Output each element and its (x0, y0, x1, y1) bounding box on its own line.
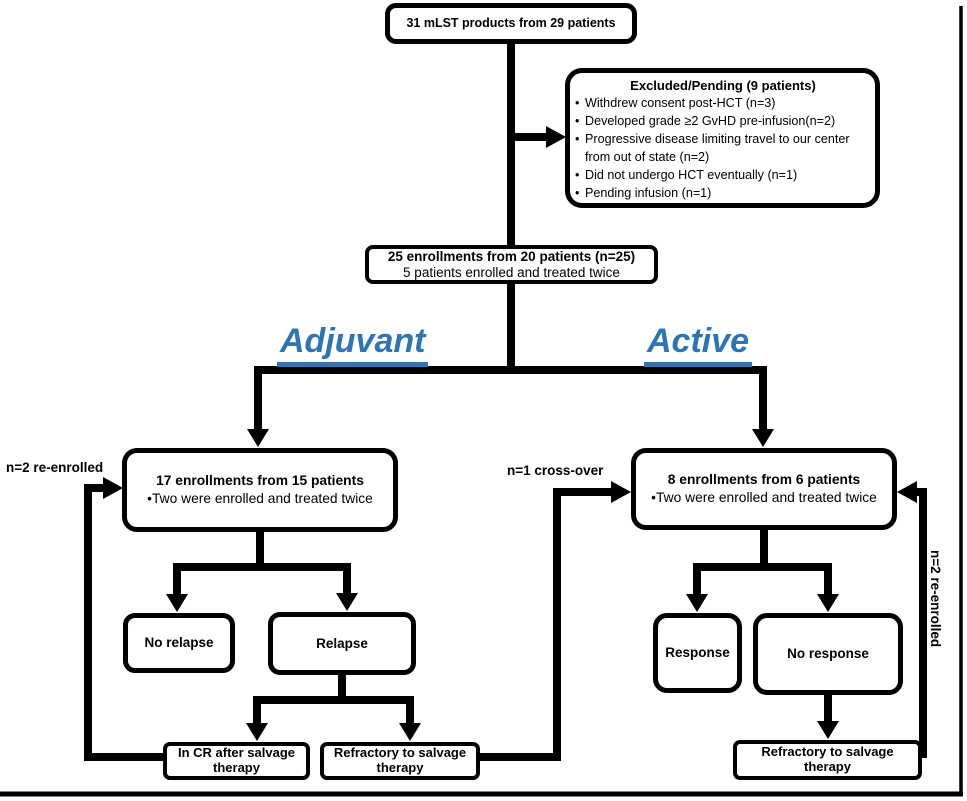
excluded-item: • Progressive disease limiting travel to… (575, 131, 871, 167)
no-response-text: No response (787, 646, 869, 662)
bullet-marker: • (147, 491, 152, 506)
excluded-item: • Did not undergo HCT eventually (n=1) (575, 167, 871, 185)
response-text: Response (665, 645, 730, 661)
response-box: Response (653, 613, 742, 693)
excluded-item-text: Did not undergo HCT eventually (n=1) (585, 167, 798, 182)
no-relapse-box: No relapse (123, 613, 235, 673)
arrow-feedback-left (103, 477, 123, 499)
bullet-marker: • (575, 96, 580, 111)
refractory-right-text: Refractory to salvage therapy (761, 744, 894, 774)
adjuvant-arm-line1: 17 enrollments from 15 patients (156, 473, 364, 489)
arrow-crossover (611, 481, 631, 503)
cr-salvage-box: In CR after salvage therapy (163, 742, 310, 780)
arrow-no-relapse (166, 594, 188, 612)
arrow-refractory-left (399, 723, 421, 741)
active-arm-box: 8 enrollments from 6 patients •Two were … (631, 448, 897, 530)
connector-lines (84, 41, 927, 761)
arrow-feedback-right (897, 481, 917, 503)
no-response-box: No response (753, 613, 903, 695)
arrow-relapse (336, 593, 358, 611)
relapse-box: Relapse (268, 612, 416, 675)
edge-left-feedback (84, 484, 174, 761)
edge-crossover (468, 488, 617, 761)
bullet-marker: • (575, 132, 580, 147)
adjuvant-arm-bullet-text: Two were enrolled and treated twice (151, 491, 373, 506)
excluded-item-text: Progressive disease limiting travel to o… (585, 132, 850, 165)
excluded-box: Excluded/Pending (9 patients) • Withdrew… (565, 68, 880, 208)
bullet-marker: • (575, 185, 580, 200)
active-branch-text: Active (647, 322, 750, 360)
excluded-item: • Pending infusion (n=1) (575, 185, 871, 203)
arrow-active (752, 429, 774, 447)
excluded-box-title: Excluded/Pending (9 patients) (630, 78, 816, 93)
figure-frame (0, 6, 963, 797)
bullet-marker: • (651, 490, 656, 505)
arrow-in-cr (246, 723, 268, 741)
adjuvant-branch-label: Adjuvant (277, 322, 429, 367)
active-arm-bullet-text: Two were enrolled and treated twice (655, 490, 877, 505)
refractory-left-box: Refractory to salvage therapy (320, 742, 480, 780)
no-relapse-text: No relapse (144, 635, 214, 651)
excluded-item-text: Developed grade ≥2 GvHD pre-infusion(n=2… (585, 114, 836, 129)
bullet-marker: • (575, 114, 580, 129)
crossover-label: n=1 cross-over (507, 463, 604, 478)
excluded-item: • Withdrew consent post-HCT (n=3) (575, 95, 871, 113)
products-box: 31 mLST products from 29 patients (385, 3, 637, 44)
active-arm-line1: 8 enrollments from 6 patients (667, 472, 861, 488)
refractory-right-box: Refractory to salvage therapy (733, 740, 922, 780)
enrollment-line1: 25 enrollments from 20 patients (n=25) (387, 248, 636, 264)
edge-right-feedback (912, 488, 927, 758)
adjuvant-arm-box: 17 enrollments from 15 patients •Two wer… (122, 448, 398, 532)
reenrolled-left-label: n=2 re-enrolled (6, 460, 104, 475)
reenrolled-right-label: n=2 re-enrolled (928, 550, 943, 648)
enrollment-box: 25 enrollments from 20 patients (n=25) 5… (365, 245, 658, 284)
relapse-text: Relapse (316, 635, 368, 651)
products-box-text: 31 mLST products from 29 patients (406, 16, 616, 31)
arrow-no-response (817, 594, 839, 612)
arrow-excluded (546, 126, 566, 148)
active-branch-label: Active (644, 322, 753, 367)
refractory-left-text: Refractory to salvage therapy (333, 745, 467, 775)
arrow-response (686, 594, 708, 612)
excluded-item-text: Withdrew consent post-HCT (n=3) (585, 96, 776, 111)
arrow-adjuvant (247, 429, 269, 447)
bullet-marker: • (575, 167, 580, 182)
excluded-item: • Developed grade ≥2 GvHD pre-infusion(n… (575, 113, 871, 131)
arrow-refractory-right (817, 721, 839, 739)
cr-salvage-text: In CR after salvage therapy (177, 745, 296, 775)
excluded-item-text: Pending infusion (n=1) (585, 185, 712, 200)
adjuvant-branch-text: Adjuvant (280, 322, 426, 360)
active-arm-bullet: •Two were enrolled and treated twice (651, 489, 877, 507)
enrollment-line2: 5 patients enrolled and treated twice (403, 264, 620, 280)
adjuvant-arm-bullet: •Two were enrolled and treated twice (147, 490, 373, 508)
arrowheads (103, 126, 917, 741)
